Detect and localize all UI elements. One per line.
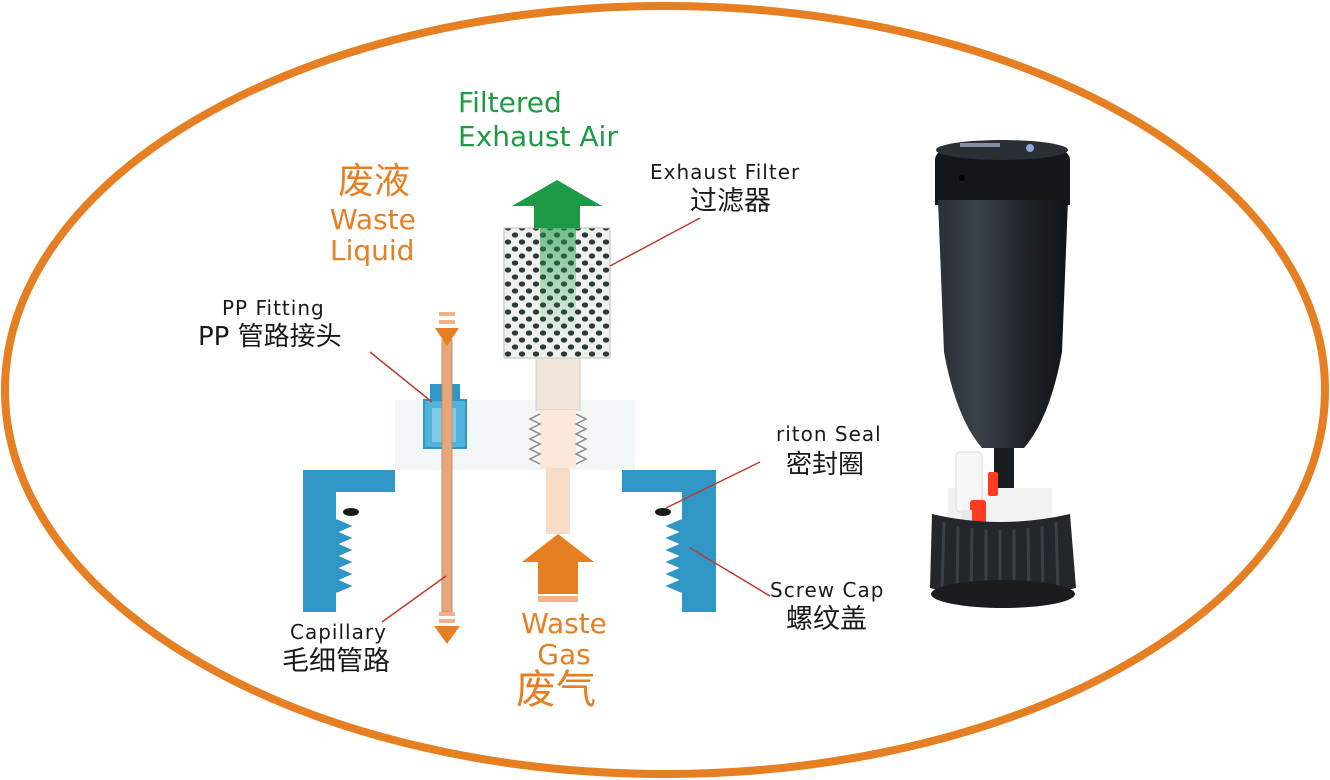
screw-cap-cn-label: 螺纹盖 [786,604,867,635]
leader-screw-cap [689,547,771,597]
arrow-icon [538,596,578,602]
arrow-icon [434,612,460,644]
filtered-exhaust-air-label: Filtered Exhaust Air [458,86,618,154]
pp-fitting-cn-label: PP 管路接头 [198,322,342,352]
exhaust-tube [528,357,588,534]
filtered-exhaust-air-line1: Filtered [458,86,562,119]
waste-gas-line1: Waste [521,607,607,640]
leader-pp-fitting [369,351,433,403]
screw-cap-en-label: Screw Cap [770,578,885,602]
capillary-cn-label: 毛细管路 [282,646,390,677]
capillary-tube [441,339,453,613]
capillary-en-label: Capillary [290,620,387,644]
exhaust-filter-photo [930,140,1076,608]
leader-exhaust-filter [609,217,701,267]
seal-en-label: riton Seal [776,422,882,446]
filtered-exhaust-air-line2: Exhaust Air [458,120,618,153]
arrow-icon [435,312,459,346]
leader-capillary [381,575,447,623]
waste-gas-line2: Gas [537,638,591,671]
waste-liquid-cn-label: 废液 [338,161,411,202]
exhaust-filter-en-label: Exhaust Filter [650,160,801,184]
exhaust-filter-cn-label: 过滤器 [690,186,771,217]
filter-green-flow [540,228,576,338]
screw-cap-left-wall [303,470,395,612]
waste-liquid-line1: Waste [330,203,416,236]
arrow-icon [522,534,594,594]
leader-seal [665,461,761,509]
arrow-up-icon [512,180,602,228]
waste-liquid-line2: Liquid [330,234,415,267]
waste-liquid-en-label: Waste Liquid [330,204,416,266]
waste-gas-cn-label: 废气 [516,667,596,713]
screw-cap-right-wall [622,470,716,612]
seal-cn-label: 密封圈 [786,450,865,480]
waste-gas-en-label: Waste Gas [508,608,620,670]
pp-fitting-en-label: PP Fitting [222,296,325,320]
